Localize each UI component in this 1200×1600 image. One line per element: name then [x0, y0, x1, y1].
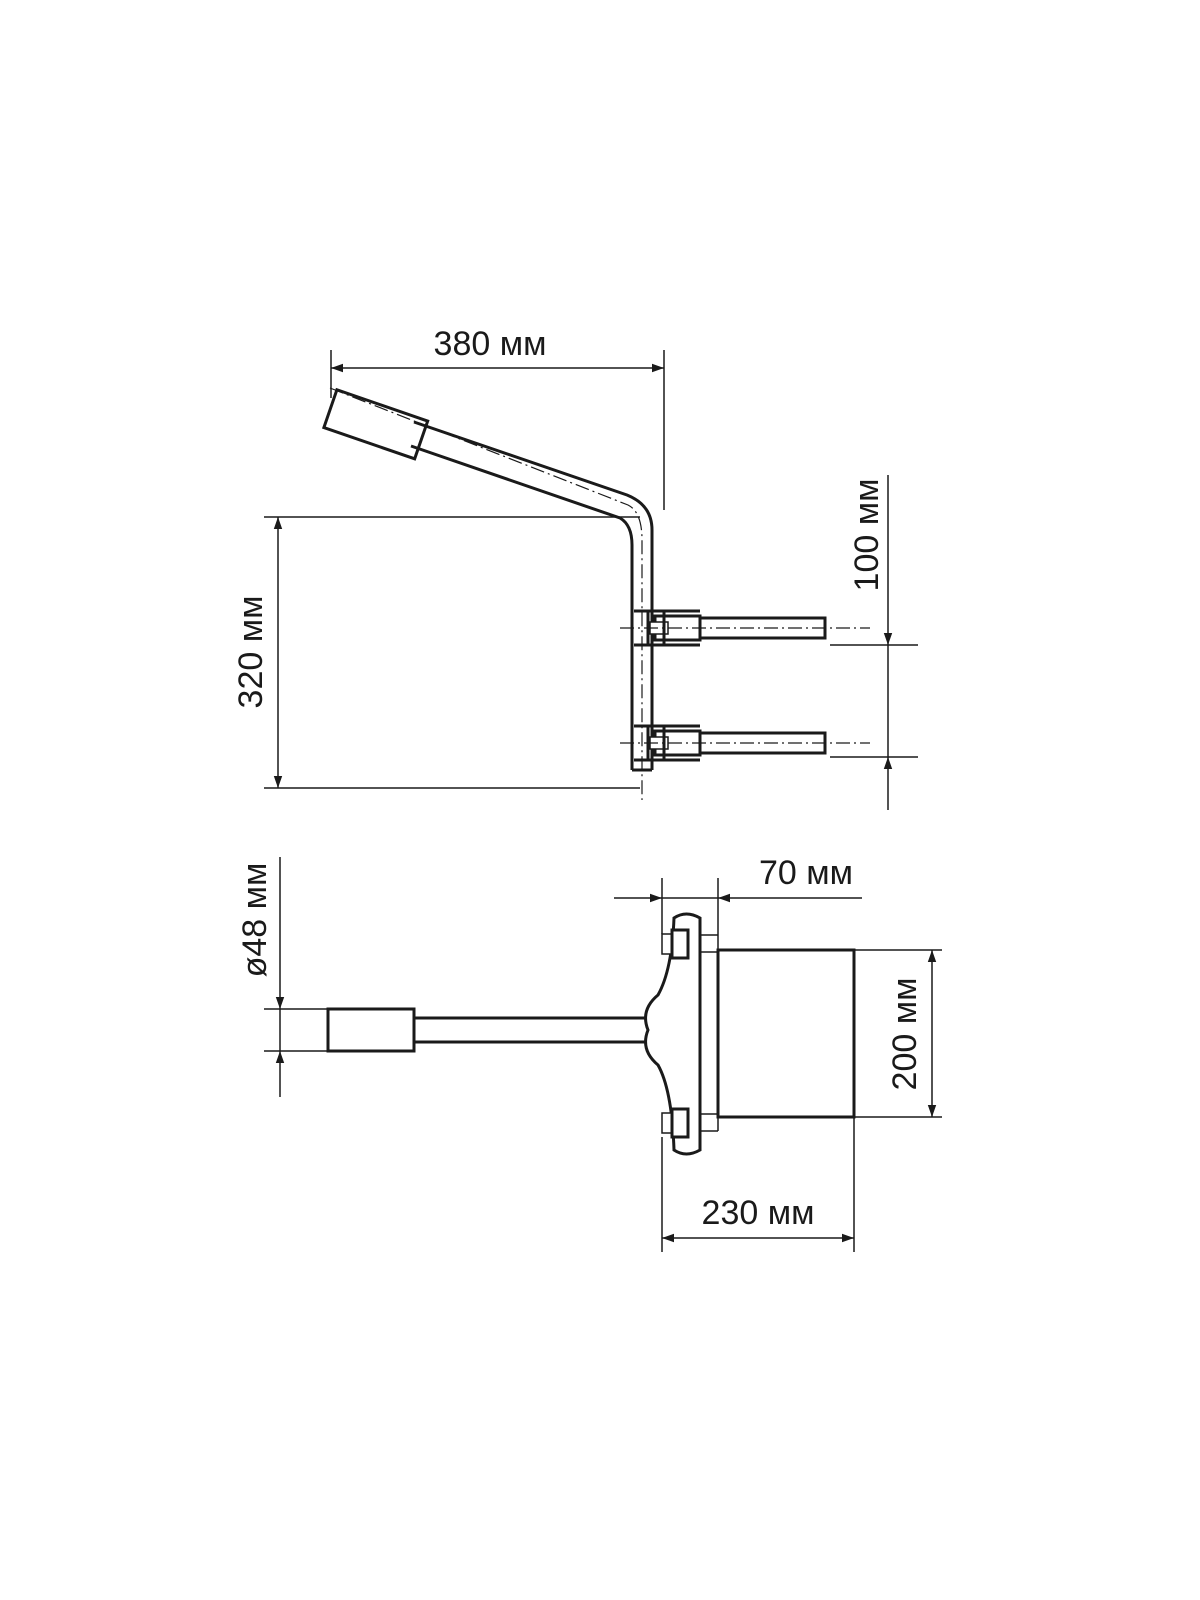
lower-bracket: [620, 724, 870, 762]
top-view: ø48 мм 70 мм 200 мм 230 мм: [236, 854, 942, 1252]
dim-height: 320 мм: [232, 596, 270, 709]
mounting-plate: [716, 948, 856, 1119]
lower-bolt: [661, 1107, 719, 1139]
dim-plate-offset: 70 мм: [759, 854, 853, 892]
arm-centerline: [329, 387, 643, 800]
arm-pipe-inner: [410, 444, 634, 770]
lamp-holder-top: [326, 1007, 416, 1053]
upper-bolt: [661, 928, 719, 960]
dim-arm-length: 380 мм: [434, 325, 547, 363]
dim-pipe-diameter: ø48 мм: [236, 863, 274, 978]
dim-total-depth: 230 мм: [702, 1194, 815, 1232]
side-view: 380 мм 320 мм 100 мм: [232, 325, 918, 810]
dim-plate-height: 200 мм: [886, 978, 924, 1091]
dim-bracket-spacing: 100 мм: [848, 479, 886, 592]
arm-pipe: [413, 420, 654, 770]
clamp-saddle: [644, 912, 702, 1156]
upper-bracket: [620, 609, 870, 647]
lamp-holder: [321, 387, 430, 461]
